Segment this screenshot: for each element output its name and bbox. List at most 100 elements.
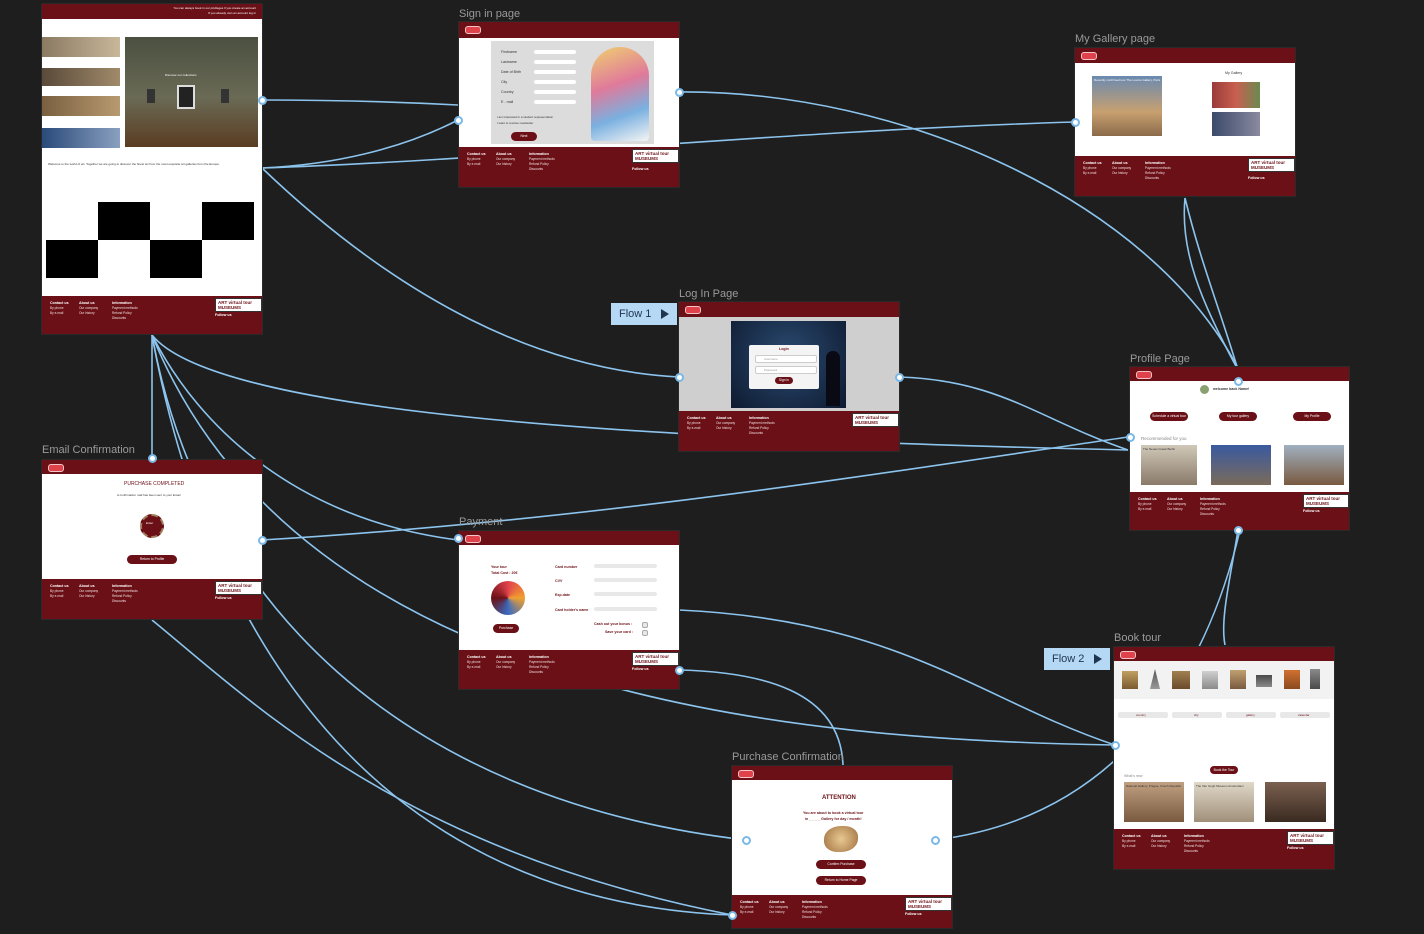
collection-thumb-3[interactable]: [42, 96, 120, 116]
country-input[interactable]: [534, 90, 576, 94]
big-ben-icon[interactable]: [1310, 669, 1320, 689]
collection-thumb-2[interactable]: [42, 68, 120, 86]
dob-input[interactable]: [534, 70, 576, 74]
footer-company[interactable]: Our company: [496, 660, 516, 664]
purchase-frame[interactable]: ATTENTION You are about to book a virtua…: [732, 766, 952, 928]
connection-handle[interactable]: [1234, 526, 1243, 535]
footer-payment-methods[interactable]: Payment methods: [112, 306, 138, 310]
footer-discounts[interactable]: Discounts: [1200, 512, 1214, 516]
connection-handle[interactable]: [454, 116, 463, 125]
footer-company[interactable]: Our company: [1151, 839, 1171, 843]
footer-mail[interactable]: By e-mail: [1083, 171, 1097, 175]
footer-discounts[interactable]: Discounts: [1145, 176, 1159, 180]
card-holder-input[interactable]: [594, 607, 657, 611]
connection-handle[interactable]: [675, 666, 684, 675]
login-frame[interactable]: Login Username Password Sign in Contact …: [679, 302, 899, 451]
footer-mail[interactable]: By e-mail: [467, 665, 481, 669]
footer-refund[interactable]: Refund Policy: [529, 162, 549, 166]
connection-handle[interactable]: [931, 836, 940, 845]
footer-refund[interactable]: Refund Policy: [1184, 844, 1204, 848]
footer-refund[interactable]: Refund Policy: [802, 910, 822, 914]
footer-phone[interactable]: By phone: [50, 306, 64, 310]
footer-discounts[interactable]: Discounts: [1184, 849, 1198, 853]
gallery-thumb-2[interactable]: [1212, 112, 1260, 136]
return-to-profile-button[interactable]: Return to Profile: [127, 555, 177, 564]
footer-company[interactable]: Our company: [716, 421, 736, 425]
logo[interactable]: [465, 535, 481, 543]
connection-handle[interactable]: [675, 373, 684, 382]
footer-history[interactable]: Our history: [1167, 507, 1183, 511]
footer-mail[interactable]: By e-mail: [50, 311, 64, 315]
recommended-3[interactable]: [1284, 445, 1344, 485]
flow-1-tag[interactable]: Flow 1: [611, 303, 678, 325]
footer-refund[interactable]: Refund Policy: [1200, 507, 1220, 511]
connection-handle[interactable]: [895, 373, 904, 382]
connection-handle[interactable]: [258, 96, 267, 105]
footer-phone[interactable]: By phone: [1138, 502, 1152, 506]
recommended-2[interactable]: [1211, 445, 1271, 485]
logo[interactable]: [1136, 371, 1152, 379]
connection-handle[interactable]: [1111, 741, 1120, 750]
footer-payment-methods[interactable]: Payment methods: [112, 589, 138, 593]
footer-refund[interactable]: Refund Policy: [1145, 171, 1165, 175]
connection-handle[interactable]: [675, 88, 684, 97]
footer-mail[interactable]: By e-mail: [1122, 844, 1136, 848]
footer-discounts[interactable]: Discounts: [529, 167, 543, 171]
connection-handle[interactable]: [258, 536, 267, 545]
connection-handle[interactable]: [728, 911, 737, 920]
whats-new-1[interactable]: National Gallery, Prague, Czech Republic: [1124, 782, 1184, 822]
footer-history[interactable]: Our history: [716, 426, 732, 430]
footer-history[interactable]: Our history: [79, 311, 95, 315]
footer-phone[interactable]: By phone: [467, 157, 481, 161]
footer-history[interactable]: Our history: [1151, 844, 1167, 848]
connection-handle[interactable]: [1126, 433, 1135, 442]
exp-date-input[interactable]: [594, 592, 657, 596]
logo[interactable]: [685, 306, 701, 314]
footer-history[interactable]: Our history: [769, 910, 785, 914]
logo[interactable]: [738, 770, 754, 778]
connection-handle[interactable]: [1071, 118, 1080, 127]
footer-phone[interactable]: By phone: [740, 905, 754, 909]
connection-handle[interactable]: [148, 454, 157, 463]
email-input[interactable]: [534, 100, 576, 104]
footer-payment-methods[interactable]: Payment methods: [1200, 502, 1226, 506]
home-frame[interactable]: You can always book in our privileges if…: [42, 4, 262, 334]
login-signin-button[interactable]: Sign in: [775, 377, 793, 384]
footer-payment-methods[interactable]: Payment methods: [802, 905, 828, 909]
calendar-select[interactable]: calendar: [1280, 712, 1330, 718]
email-frame[interactable]: PURCHASE COMPLETED A confirmation mail h…: [42, 460, 262, 619]
footer-company[interactable]: Our company: [496, 157, 516, 161]
return-home-button[interactable]: Return to Home Page: [816, 876, 866, 885]
footer-mail[interactable]: By e-mail: [740, 910, 754, 914]
collection-thumb-1[interactable]: [42, 37, 120, 57]
password-input[interactable]: Password: [755, 366, 817, 374]
my-profile-button[interactable]: My Profile: [1293, 412, 1331, 421]
logo[interactable]: [48, 464, 64, 472]
footer-phone[interactable]: By phone: [467, 660, 481, 664]
footer-discounts[interactable]: Discounts: [112, 599, 126, 603]
footer-discounts[interactable]: Discounts: [749, 431, 763, 435]
flow-2-tag[interactable]: Flow 2: [1044, 648, 1111, 670]
purchase-button[interactable]: Purchase: [493, 624, 519, 633]
footer-refund[interactable]: Refund Policy: [529, 665, 549, 669]
footer-company[interactable]: Our company: [769, 905, 789, 909]
eiffel-tower-icon[interactable]: [1150, 669, 1160, 689]
footer-payment-methods[interactable]: Payment methods: [749, 421, 775, 425]
username-input[interactable]: Username: [755, 355, 817, 363]
connection-handle[interactable]: [1234, 377, 1243, 386]
country-select[interactable]: country: [1118, 712, 1168, 718]
footer-payment-methods[interactable]: Payment methods: [529, 157, 555, 161]
footer-discounts[interactable]: Discounts: [802, 915, 816, 919]
lastname-input[interactable]: [534, 60, 576, 64]
my-tour-gallery-button[interactable]: My tour gallery: [1219, 412, 1257, 421]
cashout-checkbox[interactable]: [642, 622, 648, 628]
profile-frame[interactable]: welcome back Name! Schedule a virtual to…: [1130, 367, 1349, 530]
whats-new-3[interactable]: [1265, 782, 1326, 822]
footer-company[interactable]: Our company: [79, 589, 99, 593]
home-top-login[interactable]: If you already own an account log in: [208, 11, 256, 15]
footer-history[interactable]: Our history: [79, 594, 95, 598]
bus-icon[interactable]: [1256, 675, 1272, 687]
gallery-frame[interactable]: Recently confirmed tour The Louvre Galle…: [1075, 48, 1295, 196]
footer-refund[interactable]: Refund Policy: [749, 426, 769, 430]
cathedral-icon[interactable]: [1202, 671, 1218, 689]
